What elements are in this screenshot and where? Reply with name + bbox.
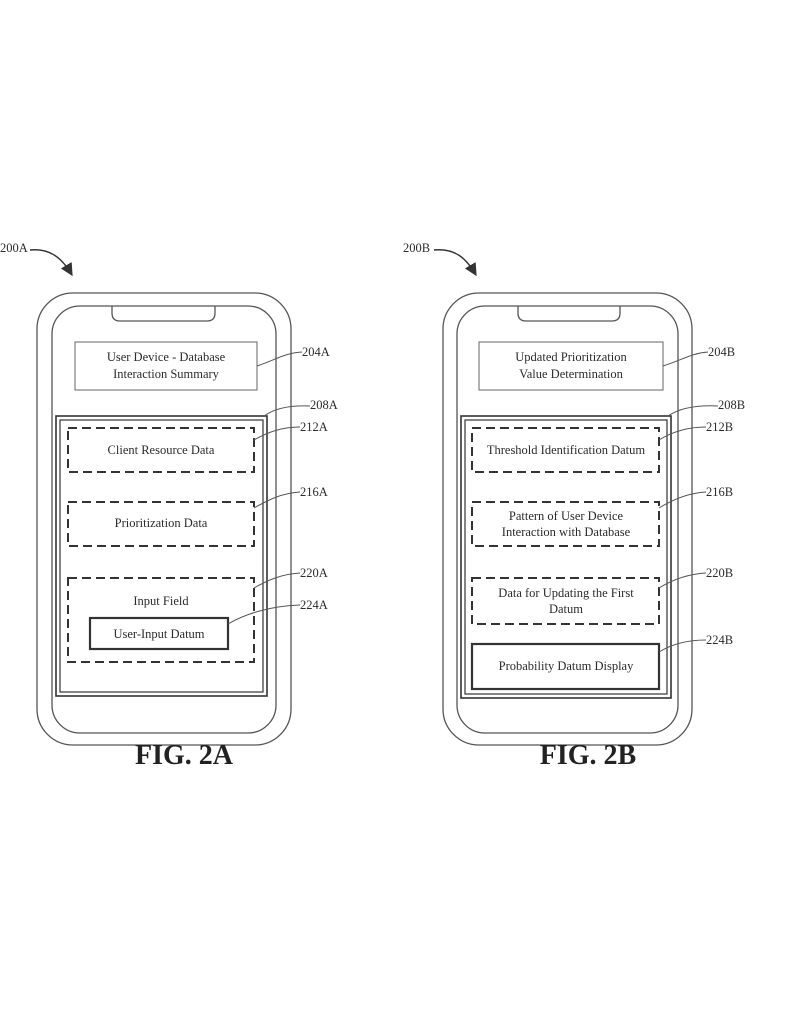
phone-notch	[111, 306, 216, 322]
probability-datum-display-label: Probability Datum Display	[499, 659, 634, 673]
arrow-200a	[29, 249, 73, 277]
leader-224a	[227, 604, 301, 625]
ref-212a: 212A	[300, 420, 328, 434]
prioritization-data-box	[67, 501, 255, 547]
interaction-pattern-line-1: Pattern of User Device	[509, 509, 624, 523]
ref-204b: 204B	[708, 345, 735, 359]
input-field-box	[67, 577, 255, 663]
leader-208a	[263, 405, 311, 417]
leader-204b	[662, 351, 709, 367]
ref-200b: 200B	[403, 241, 430, 255]
interaction-pattern-box	[471, 501, 660, 547]
user-input-datum-box	[88, 616, 230, 651]
ref-224b: 224B	[706, 633, 733, 647]
phone-outline-inner	[456, 305, 679, 734]
input-field-label: Input Field	[133, 594, 189, 608]
ref-200a: 200A	[0, 241, 28, 255]
update-data-line-1: Data for Updating the First	[498, 586, 634, 600]
leader-208b	[667, 405, 719, 417]
leader-220b	[658, 572, 707, 589]
update-data-box	[471, 577, 660, 625]
update-data-line-2: Datum	[549, 602, 583, 616]
client-resource-data-label: Client Resource Data	[108, 443, 215, 457]
ref-220a: 220A	[300, 566, 328, 580]
summary-line-2: Interaction Summary	[113, 367, 220, 381]
user-input-datum-label: User-Input Datum	[113, 627, 204, 641]
display-frame-inner	[464, 419, 668, 695]
phone-outline-outer	[442, 292, 693, 746]
ref-204a: 204A	[302, 345, 330, 359]
ref-208a: 208A	[310, 398, 338, 412]
leader-216b	[658, 491, 707, 509]
probability-datum-display-box	[470, 642, 661, 691]
figure-2a: 200A User Device - Database Interaction …	[0, 241, 338, 771]
phone-outline-inner	[51, 305, 277, 734]
threshold-identification-datum-box	[471, 427, 660, 473]
leader-212b	[658, 426, 707, 441]
leader-220a	[253, 572, 301, 589]
figure-2b: 200B Updated Prioritization Value Determ…	[403, 241, 745, 771]
leader-216a	[253, 491, 301, 509]
ref-220b: 220B	[706, 566, 733, 580]
phone-outline-outer	[36, 292, 292, 746]
ref-216b: 216B	[706, 485, 733, 499]
ref-212b: 212B	[706, 420, 733, 434]
determination-line-1: Updated Prioritization	[515, 350, 627, 364]
display-frame-outer	[460, 415, 672, 699]
leader-204a	[256, 351, 303, 367]
interaction-pattern-line-2: Interaction with Database	[502, 525, 631, 539]
figure-label-2b: FIG. 2B	[540, 740, 636, 771]
ref-216a: 216A	[300, 485, 328, 499]
arrow-200b	[433, 249, 477, 277]
display-frame-inner	[59, 419, 264, 693]
determination-line-2: Value Determination	[519, 367, 624, 381]
ref-208b: 208B	[718, 398, 745, 412]
client-resource-data-box	[67, 427, 255, 473]
ref-224a: 224A	[300, 598, 328, 612]
summary-line-1: User Device - Database	[107, 350, 226, 364]
leader-224b	[658, 639, 707, 653]
threshold-identification-datum-label: Threshold Identification Datum	[487, 443, 646, 457]
leader-212a	[253, 426, 301, 441]
prioritization-data-label: Prioritization Data	[115, 516, 208, 530]
figure-label-2a: FIG. 2A	[135, 740, 234, 771]
phone-notch	[517, 306, 621, 322]
display-frame-outer	[55, 415, 268, 697]
